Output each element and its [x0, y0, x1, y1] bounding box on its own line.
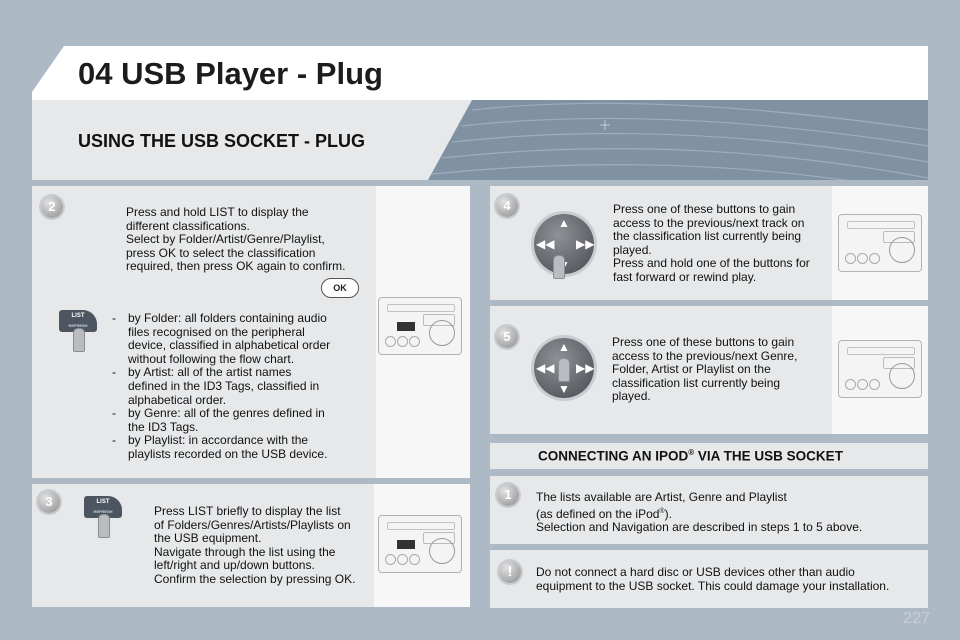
car-radio-illustration [838, 214, 922, 272]
warning-panel [490, 550, 928, 608]
step-2-intro: Press and hold LIST to display the diffe… [126, 205, 371, 274]
wave-lines-decoration [431, 102, 928, 180]
step-3-badge: 3 [38, 491, 60, 513]
subtitle-band [32, 100, 472, 180]
step-2-line: different classifications. [126, 218, 250, 233]
arrow-left-icon: ◀◀ [536, 361, 555, 375]
step-2-badge: 2 [41, 196, 63, 218]
finger-press-icon [73, 328, 85, 352]
car-radio-illustration [838, 340, 922, 398]
classification-genre: by Genre: all of the genres defined in t… [112, 406, 374, 434]
arrow-left-icon: ◀◀ [536, 237, 555, 251]
page-title: 04 USB Player - Plug [78, 56, 383, 91]
arrow-right-icon: ▶▶ [576, 237, 595, 251]
classification-folder: by Folder: all folders containing audio … [112, 311, 374, 366]
step-2-line: required, then press OK again to confirm… [126, 259, 346, 274]
list-button-sublabel: REFRESH [93, 509, 113, 514]
list-button-label: LIST [96, 499, 110, 505]
ipod-heading: CONNECTING AN IPOD® VIA THE USB SOCKET [538, 448, 843, 464]
page-number: 227 [903, 610, 930, 627]
list-button-illustration: LIST REFRESH [59, 310, 97, 332]
step-4-badge: 4 [496, 195, 518, 217]
step-2-line: Press and hold LIST to display the [126, 205, 309, 219]
step-2-line: press OK to select the classification [126, 245, 316, 260]
step-2-line: Select by Folder/Artist/Genre/Playlist, [126, 232, 325, 247]
finger-press-icon [553, 255, 565, 279]
step-5-badge: 5 [496, 326, 518, 348]
classification-artist: by Artist: all of the artist names defin… [112, 366, 374, 407]
warning-text: Do not connect a hard disc or USB device… [536, 565, 890, 593]
step-5-text: Press one of these buttons to gain acces… [612, 335, 798, 404]
car-radio-illustration [378, 297, 462, 355]
step-3-text: Press LIST briefly to display the list o… [154, 504, 356, 586]
step-4-text: Press one of these buttons to gain acces… [613, 202, 810, 284]
ipod-panel [490, 476, 928, 544]
arrow-right-icon: ▶▶ [576, 361, 595, 375]
section-title: USING THE USB SOCKET - PLUG [78, 131, 366, 151]
title-band [32, 46, 928, 100]
arrow-up-icon: ▲ [558, 216, 570, 230]
ok-button-illustration: OK [321, 278, 359, 298]
arrow-up-icon: ▲ [558, 340, 570, 354]
step-2-classification-list: by Folder: all folders containing audio … [112, 311, 374, 462]
arrow-down-icon: ▼ [558, 382, 570, 396]
ipod-text: The lists available are Artist, Genre an… [536, 490, 863, 535]
list-button-illustration: LIST REFRESH [84, 496, 122, 518]
car-radio-illustration [378, 515, 462, 573]
finger-press-icon [558, 358, 570, 382]
exclamation-icon: ! [499, 561, 521, 583]
ipod-heading-band [490, 443, 928, 469]
list-button-label: LIST [71, 313, 85, 319]
list-button-sublabel: REFRESH [68, 323, 88, 328]
ipod-step-badge: 1 [497, 484, 519, 506]
classification-playlist: by Playlist: in accordance with the play… [112, 434, 374, 461]
finger-press-icon [98, 514, 110, 538]
